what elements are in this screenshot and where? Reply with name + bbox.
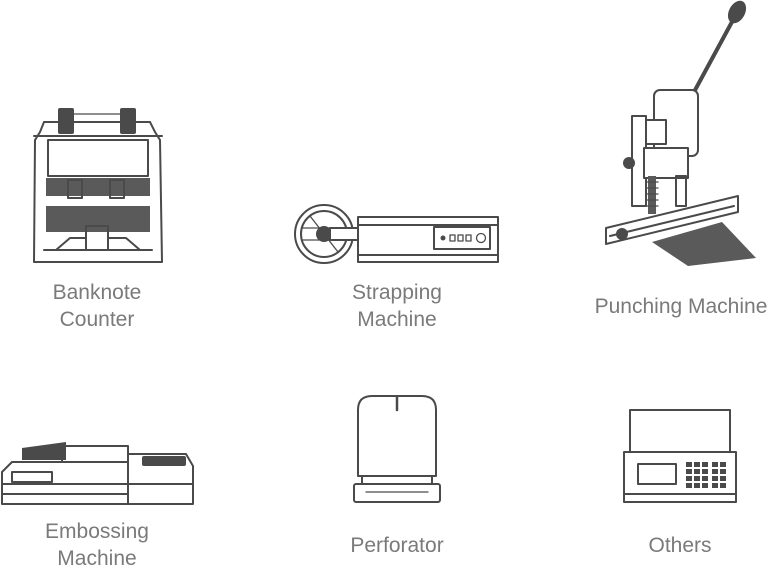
punching-machine-label: Punching Machine bbox=[594, 295, 768, 318]
perforator-label: Perforator bbox=[350, 534, 444, 557]
others-label: Others bbox=[648, 534, 712, 557]
